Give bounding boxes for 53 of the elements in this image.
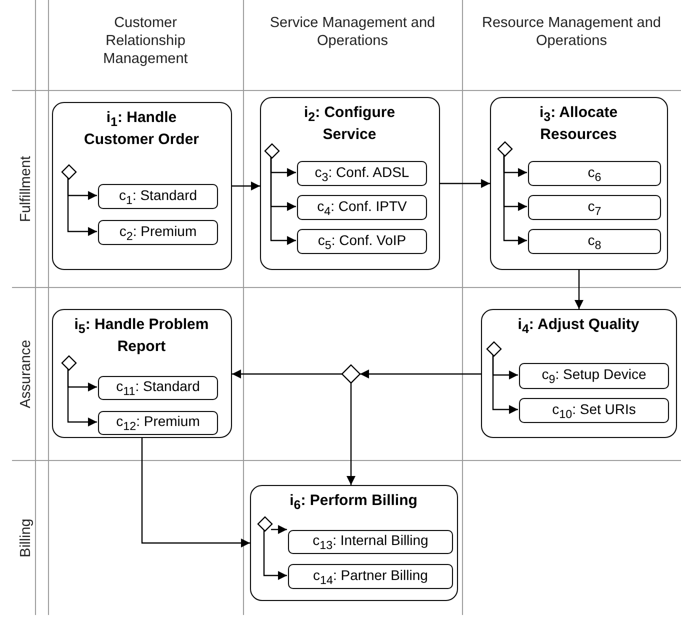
split-diamond bbox=[498, 142, 512, 156]
task-box: c$_{12}$: Premium bbox=[98, 411, 218, 435]
task-box: c$_{11}$: Standard bbox=[98, 376, 218, 400]
row-header: Fulfillment bbox=[18, 155, 34, 222]
task-box: c$_{3}$: Conf. ADSL bbox=[297, 161, 427, 186]
arrow bbox=[492, 355, 518, 414]
task-box: c$_{5}$: Conf. VoIP bbox=[297, 229, 427, 254]
process-title: i$_{1}$: Handle Customer Order bbox=[82, 109, 200, 149]
arrow bbox=[232, 370, 342, 378]
task-box: c$_{14}$: Partner Billing bbox=[288, 564, 453, 589]
split-diamond bbox=[487, 342, 501, 356]
process-box bbox=[490, 97, 668, 270]
arrow bbox=[270, 157, 296, 245]
split-diamond bbox=[258, 517, 272, 531]
process-title: i$_{5}$: Handle Problem Report bbox=[73, 316, 210, 356]
task-box: c$_{4}$: Conf. IPTV bbox=[297, 195, 427, 220]
task-box: c$_{8}$ bbox=[528, 229, 661, 254]
column-header: Service Management and Operations bbox=[268, 14, 436, 50]
process-title: i$_{3}$: Allocate Resources bbox=[538, 104, 619, 144]
task-box: c$_{1}$: Standard bbox=[98, 184, 218, 209]
arrow bbox=[67, 178, 97, 236]
process-title: i$_{6}$: Perform Billing bbox=[288, 492, 418, 514]
process-title: i$_{4}$: Adjust Quality bbox=[516, 316, 640, 338]
arrow bbox=[574, 270, 584, 309]
task-box: c$_{2}$: Premium bbox=[98, 220, 218, 245]
process-title: i$_{2}$: Configure Service bbox=[302, 104, 396, 144]
split-diamond bbox=[62, 165, 76, 179]
arrow bbox=[360, 370, 481, 378]
process-box bbox=[52, 309, 232, 438]
arrow bbox=[440, 179, 490, 188]
task-box: c$_{7}$ bbox=[528, 195, 661, 220]
arrow bbox=[67, 369, 97, 426]
arrow bbox=[263, 530, 287, 580]
arrow bbox=[141, 438, 250, 548]
arrow bbox=[503, 155, 527, 245]
process-box bbox=[260, 97, 440, 270]
task-box: c$_{6}$ bbox=[528, 161, 661, 186]
split-diamond bbox=[265, 144, 279, 158]
task-box: c$_{10}$: Set URIs bbox=[519, 398, 669, 423]
task-box: c$_{13}$: Internal Billing bbox=[288, 530, 453, 554]
row-header: Billing bbox=[18, 518, 34, 557]
process-box bbox=[250, 485, 458, 601]
task-box: c$_{9}$: Setup Device bbox=[519, 363, 669, 389]
arrow bbox=[271, 525, 287, 534]
gateway-diamond bbox=[342, 365, 360, 383]
arrow bbox=[346, 383, 356, 485]
split-diamond bbox=[62, 356, 76, 370]
column-header: Resource Management and Operations bbox=[481, 14, 662, 50]
column-header: Customer Relationship Management bbox=[102, 14, 189, 68]
process-box bbox=[481, 309, 677, 438]
arrow bbox=[232, 182, 260, 190]
process-box bbox=[52, 102, 232, 270]
row-header: Assurance bbox=[18, 339, 34, 408]
